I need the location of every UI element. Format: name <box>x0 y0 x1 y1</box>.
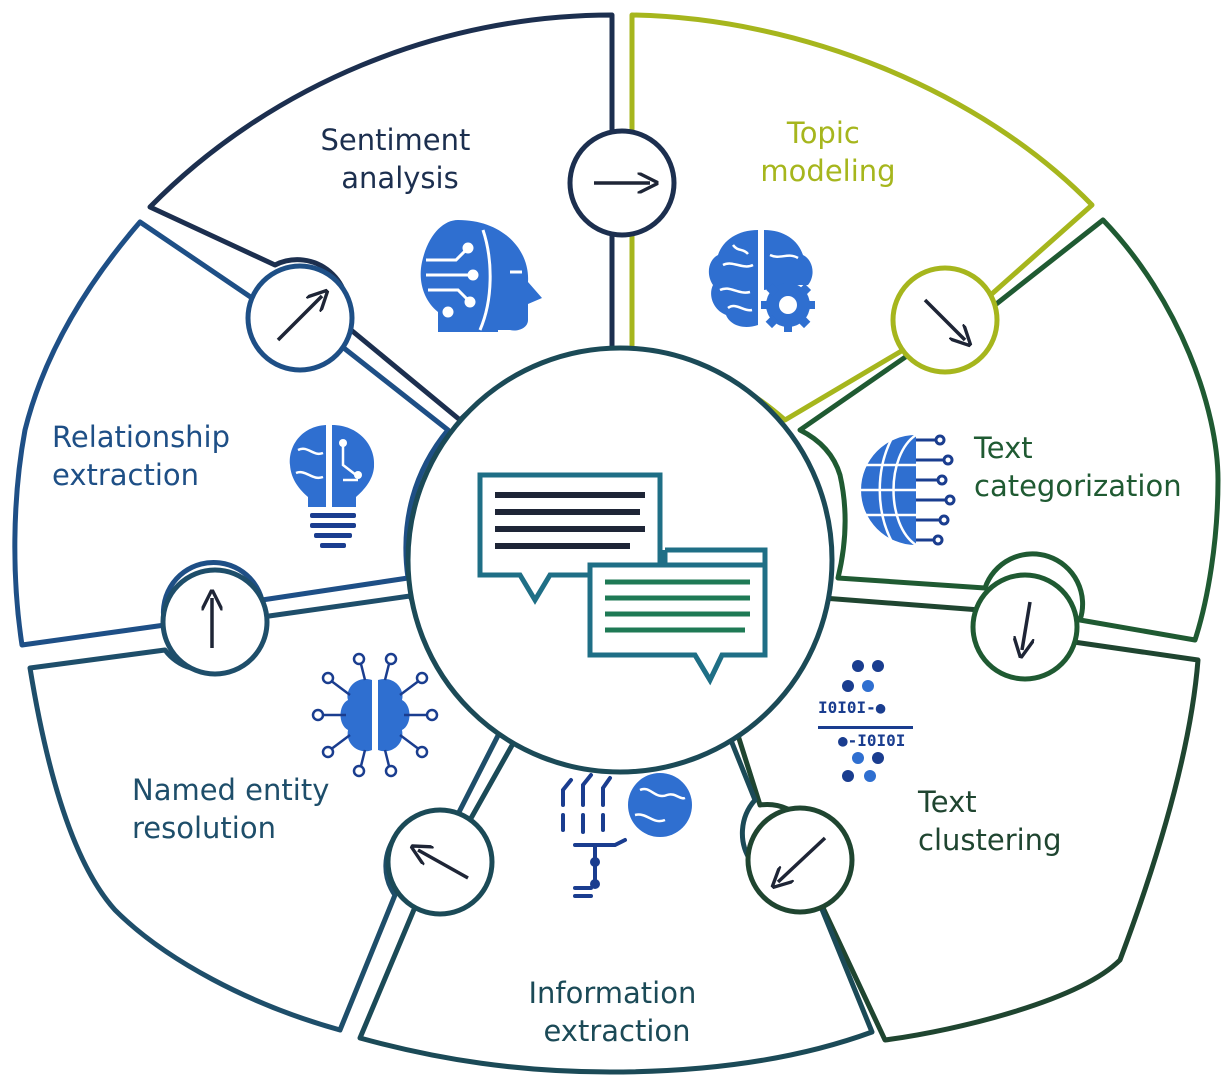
connector-topic-to-categorization <box>890 265 1000 375</box>
segments-layer: Sentiment analysis Topic modeling <box>12 12 1221 1075</box>
segment-label-line: modeling <box>760 154 895 188</box>
ai-head-icon <box>420 220 542 332</box>
svg-text:Named entity resolutio: Named entity resolution <box>132 773 339 845</box>
segment-label-line: Relationship <box>52 420 230 454</box>
svg-text:Relationship extractio: Relationship extraction <box>52 420 239 492</box>
arrow-down-icon <box>1022 601 1030 650</box>
segment-label-line: resolution <box>132 811 276 845</box>
segment-label-line: clustering <box>918 823 1061 857</box>
arrow-up-left-icon <box>418 850 469 880</box>
svg-text:Sentiment analysis: Sentiment analysis <box>320 123 479 195</box>
svg-text:●-I0I0I: ●-I0I0I <box>838 731 905 750</box>
segment-label-line: categorization <box>974 469 1182 503</box>
center-hub <box>405 345 835 775</box>
connector-relationship-to-sentiment <box>245 263 355 373</box>
segment-information-extraction: Information extraction <box>357 710 875 1075</box>
svg-text:I0I0I-●: I0I0I-● <box>818 698 886 717</box>
connectors-layer <box>160 128 1080 917</box>
segment-label-line: Text <box>973 431 1033 465</box>
segment-sentiment-analysis: Sentiment analysis <box>147 12 615 423</box>
arrow-down-right-icon <box>923 298 965 340</box>
connector-clustering-to-information <box>745 805 855 915</box>
segment-text-categorization: Text categorization <box>797 217 1221 643</box>
segment-label-line: extraction <box>52 458 199 492</box>
arrow-up-right-icon <box>276 296 322 342</box>
connector-categorization-to-clustering <box>970 572 1080 682</box>
connector-information-to-named-entity <box>385 807 495 917</box>
connector-named-entity-to-relationship <box>160 567 270 677</box>
segment-label-line: analysis <box>341 161 458 195</box>
arrow-down-left-icon <box>778 836 827 882</box>
segment-label-line: Topic <box>786 116 860 150</box>
chat-bubbles-icon <box>477 472 768 686</box>
svg-text:Text clustering: Text clustering <box>917 785 1061 857</box>
brain-circuit-icon <box>311 652 439 778</box>
connector-sentiment-to-topic <box>567 128 677 238</box>
globe-network-icon <box>858 433 956 547</box>
segment-label-line: extraction <box>543 1014 690 1048</box>
segment-relationship-extraction: Relationship extraction <box>12 219 451 648</box>
svg-text:Text categorization: Text categorization <box>973 431 1182 503</box>
binary-clusters-icon: I0I0I-● ●-I0I0I <box>818 660 913 782</box>
segment-label-line: Sentiment <box>320 123 470 157</box>
segment-named-entity-resolution: Named entity resolution <box>27 593 513 1033</box>
robot-hand-globe-icon <box>561 773 692 898</box>
segment-label-line: Information <box>528 976 696 1010</box>
lightbulb-brain-icon <box>289 425 375 548</box>
svg-text:Information extraction: Information extraction <box>528 976 705 1048</box>
brain-gear-icon <box>708 230 815 332</box>
segment-label-line: Named entity <box>132 773 329 807</box>
svg-text:Topic modeling: Topic modeling <box>760 116 895 188</box>
segment-label-line: Text <box>917 785 977 819</box>
